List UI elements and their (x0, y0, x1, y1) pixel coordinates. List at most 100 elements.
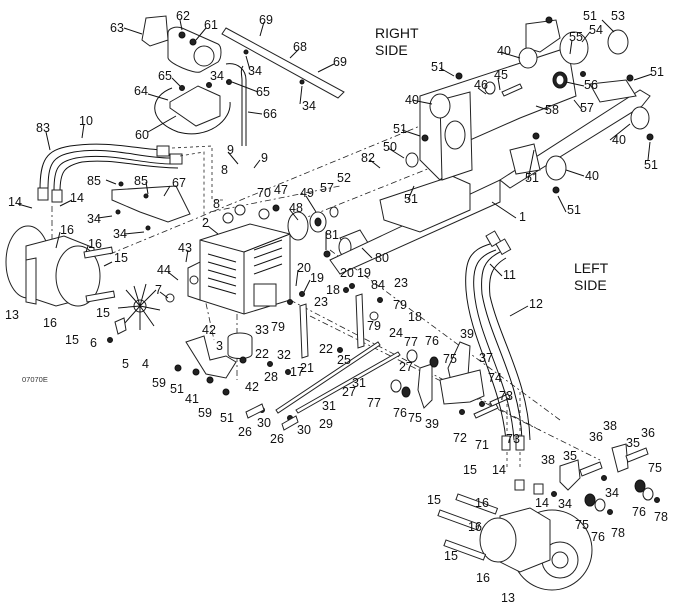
callout-22: 22 (255, 347, 269, 361)
callout-16: 16 (43, 316, 57, 330)
callout-38: 38 (603, 419, 617, 433)
callout-15: 15 (444, 549, 458, 563)
callout-66: 66 (263, 107, 277, 121)
callout-35: 35 (626, 436, 640, 450)
rod-68 (221, 27, 345, 99)
callout-12: 12 (529, 297, 543, 311)
callout-49: 49 (300, 186, 314, 200)
callout-83: 83 (36, 121, 50, 135)
callout-15: 15 (427, 493, 441, 507)
side-labels: RIGHT SIDE LEFT SIDE (375, 25, 609, 293)
callout-50: 50 (383, 140, 397, 154)
callout-75: 75 (443, 352, 457, 366)
callout-14: 14 (492, 463, 506, 477)
callout-13: 13 (501, 591, 515, 603)
callout-15: 15 (114, 251, 128, 265)
callout-51: 51 (220, 411, 234, 425)
left-side-label-line2: SIDE (574, 277, 607, 293)
callout-57: 57 (320, 181, 334, 195)
frame-1 (329, 49, 651, 275)
callout-51: 51 (650, 65, 664, 79)
callout-11: 11 (503, 268, 516, 282)
callout-72: 72 (453, 431, 467, 445)
callout-78: 78 (611, 526, 625, 540)
callout-40: 40 (497, 44, 511, 58)
callout-40: 40 (405, 93, 419, 107)
callout-82: 82 (361, 151, 375, 165)
callout-53: 53 (611, 9, 625, 23)
callout-73: 73 (499, 389, 513, 403)
callout-73: 73 (506, 432, 520, 446)
callout-75: 75 (408, 411, 422, 425)
callout-16: 16 (468, 520, 482, 534)
callout-42: 42 (245, 380, 259, 394)
callout-68: 68 (293, 40, 307, 54)
right-side-label-line2: SIDE (375, 42, 408, 58)
callout-33: 33 (255, 323, 269, 337)
callout-48: 48 (289, 201, 303, 215)
callout-67: 67 (172, 176, 186, 190)
callout-59: 59 (152, 376, 166, 390)
callout-39: 39 (460, 327, 474, 341)
callout-20: 20 (297, 261, 311, 275)
right-motor-13 (437, 443, 660, 591)
callout-65: 65 (158, 69, 172, 83)
callout-40: 40 (612, 133, 626, 147)
callout-8: 8 (213, 197, 220, 211)
callout-28: 28 (264, 370, 278, 384)
callout-80: 80 (375, 251, 389, 265)
callout-41: 41 (185, 392, 199, 406)
right-side-label-line1: RIGHT (375, 25, 419, 41)
callout-18: 18 (408, 310, 422, 324)
callout-23: 23 (394, 276, 408, 290)
figure-id: 07070E (22, 375, 48, 384)
callout-64: 64 (134, 84, 148, 98)
callout-65: 65 (256, 85, 270, 99)
callout-37: 37 (479, 351, 493, 365)
callout-75: 75 (648, 461, 662, 475)
callout-69: 69 (259, 13, 273, 27)
callout-57: 57 (580, 101, 594, 115)
callout-78: 78 (654, 510, 668, 524)
callout-46: 46 (474, 78, 488, 92)
callout-79: 79 (271, 320, 285, 334)
callout-56: 56 (584, 78, 598, 92)
callout-22: 22 (319, 342, 333, 356)
callout-74: 74 (488, 371, 502, 385)
callout-70: 70 (257, 186, 271, 200)
callout-34: 34 (248, 64, 262, 78)
callout-31: 31 (322, 399, 336, 413)
pulleys (287, 206, 339, 241)
callout-43: 43 (178, 241, 192, 255)
callout-40: 40 (585, 169, 599, 183)
callout-79: 79 (367, 319, 381, 333)
callout-51: 51 (170, 382, 184, 396)
callout-77: 77 (404, 335, 418, 349)
callout-51: 51 (404, 192, 418, 206)
callout-16: 16 (60, 223, 74, 237)
cover-67 (111, 181, 191, 231)
callout-14: 14 (70, 191, 84, 205)
callout-6: 6 (90, 336, 97, 350)
callout-76: 76 (591, 530, 605, 544)
callout-9: 9 (261, 151, 268, 165)
callout-84: 84 (371, 278, 385, 292)
callout-36: 36 (589, 430, 603, 444)
callout-54: 54 (589, 23, 603, 37)
callout-34: 34 (558, 497, 572, 511)
callout-4: 4 (142, 357, 149, 371)
callout-59: 59 (198, 406, 212, 420)
callout-71: 71 (475, 438, 489, 452)
callout-16: 16 (476, 571, 490, 585)
callout-30: 30 (297, 423, 311, 437)
callout-32: 32 (277, 348, 291, 362)
callout-44: 44 (157, 263, 171, 277)
callout-34: 34 (302, 99, 316, 113)
callout-58: 58 (545, 103, 559, 117)
fan-4 (107, 283, 175, 343)
callout-15: 15 (96, 306, 110, 320)
assembly-lines (51, 125, 601, 470)
callout-30: 30 (257, 416, 271, 430)
callout-2: 2 (202, 216, 209, 230)
